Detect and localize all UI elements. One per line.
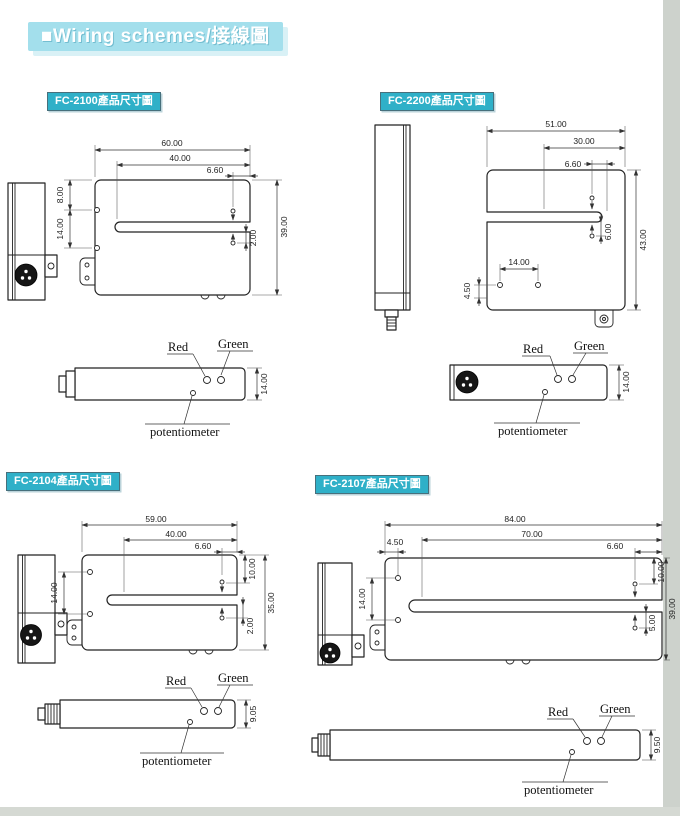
fc2100-bottom-view: Red Green potentiometer 14.00 (58, 337, 269, 439)
dim-optical-axis-label: 6.60 (195, 541, 212, 551)
fc2200-bottom-view: Red Green potentiometer 14.00 (449, 339, 631, 438)
dim-slot-offset-label: 2.00 (248, 229, 258, 246)
fc2100-title-badge: FC-2100產品尺寸圖 (47, 92, 161, 111)
dim-height-label: 39.00 (667, 598, 677, 620)
potentiometer-label: potentiometer (142, 754, 212, 768)
dim-hole-pitch-label: 14.00 (508, 257, 530, 267)
dim-hole-top-label: 8.00 (55, 186, 65, 203)
green-led (597, 737, 605, 745)
dim-hole-pitch-label: 14.00 (55, 218, 65, 240)
fc2107-side-view (317, 562, 365, 666)
dim-hole-pitch-label: 14.00 (357, 588, 367, 610)
potentiometer-label: potentiometer (498, 424, 568, 438)
potentiometer-dot (187, 719, 193, 725)
fc2104-drawing: 59.00 40.00 6.60 14.00 10.00 2.00 35.0 (17, 514, 276, 768)
dim-width-label: 59.00 (145, 514, 167, 524)
dim-edge-offset-label: 4.50 (387, 537, 404, 547)
dim-height-label: 39.00 (279, 216, 289, 238)
red-label: Red (523, 342, 544, 356)
potentiometer-dot (569, 749, 575, 755)
green-label: Green (218, 337, 249, 351)
dim-edge-offset-label: 4.50 (462, 282, 472, 299)
fc2200-front-view (486, 169, 626, 328)
fc2104-title-badge: FC-2104產品尺寸圖 (6, 472, 120, 491)
optical-axis-icon (632, 581, 638, 631)
page-title: ■Wiring schemes/接線圖 (28, 22, 283, 51)
red-label: Red (166, 674, 187, 688)
dim-optical-axis-label: 6.60 (607, 541, 624, 551)
dim-optical-axis-label: 6.60 (565, 159, 582, 169)
fc2104-bottom-view: Red Green potentiometer 9.05 (37, 671, 258, 768)
dim-slot-offset-label: 6.00 (603, 223, 613, 240)
fc2100-drawing: 60.00 40.00 6.60 8.00 14.00 2.00 39.00 (7, 138, 289, 439)
optical-axis-icon (219, 579, 225, 621)
red-led (200, 707, 208, 715)
fc2107-front-view (369, 557, 663, 665)
red-led (203, 376, 211, 384)
optical-axis-icon (230, 208, 236, 246)
fc2100-side-view (7, 182, 58, 301)
dim-thickness-label: 9.05 (248, 705, 258, 722)
fc2200-side-view (374, 124, 411, 331)
green-label: Green (574, 339, 605, 353)
dim-slot-depth-label: 30.00 (573, 136, 595, 146)
red-label: Red (168, 340, 189, 354)
connector-plug-icon (384, 309, 399, 331)
scan-edge-bottom (0, 807, 680, 816)
potentiometer-label: potentiometer (524, 783, 594, 797)
fc2107-bottom-view: Red Green potentiometer 9.50 (311, 702, 662, 797)
red-label: Red (548, 705, 569, 719)
optical-axis-icon (589, 195, 595, 239)
green-label: Green (600, 702, 631, 716)
fc2200-dimensions: 51.00 30.00 6.60 14.00 4.50 6.00 (462, 119, 648, 311)
bottom-connector-icon (594, 310, 614, 328)
fc2104-dimensions: 59.00 40.00 6.60 14.00 10.00 2.00 35.0 (49, 514, 276, 651)
green-label: Green (218, 671, 249, 685)
connector-3pin-icon (455, 370, 479, 394)
fc2100-front-view (79, 179, 251, 300)
dim-top-offset-label: 10.00 (247, 558, 257, 580)
potentiometer-dot (190, 390, 196, 396)
dim-slot-depth-label: 40.00 (165, 529, 187, 539)
fc2200-drawing: 51.00 30.00 6.60 14.00 4.50 6.00 (374, 119, 648, 438)
red-led (554, 375, 562, 383)
fc2104-front-view (66, 554, 238, 655)
green-led (214, 707, 222, 715)
dim-slot-depth-label: 70.00 (521, 529, 543, 539)
connector-3pin-icon (20, 624, 42, 646)
fc2200-title-badge: FC-2200產品尺寸圖 (380, 92, 494, 111)
fc2107-drawing: 84.00 70.00 6.60 4.50 14.00 10.00 5.00 (311, 514, 677, 797)
potentiometer-dot (542, 389, 548, 395)
dim-slot-offset-label: 2.00 (245, 617, 255, 634)
dim-width-label: 60.00 (161, 138, 183, 148)
dim-thickness-label: 9.50 (652, 736, 662, 753)
dim-width-label: 51.00 (545, 119, 567, 129)
fc2104-side-view (17, 554, 68, 664)
dim-slot-depth-label: 40.00 (169, 153, 191, 163)
green-led (217, 376, 225, 384)
fc2107-title-badge: FC-2107產品尺寸圖 (315, 475, 429, 494)
fc2100-dimensions: 60.00 40.00 6.60 8.00 14.00 2.00 39.00 (55, 138, 289, 296)
dim-height-label: 35.00 (266, 592, 276, 614)
connector-3pin-icon (319, 642, 341, 664)
connector-3pin-icon (14, 263, 38, 287)
dim-thickness-label: 14.00 (621, 371, 631, 393)
dim-top-offset-label: 10.00 (656, 561, 666, 583)
dim-optical-axis-label: 6.60 (207, 165, 224, 175)
dim-slot-offset-label: 5.00 (647, 614, 657, 631)
dim-width-label: 84.00 (504, 514, 526, 524)
dim-height-label: 43.00 (638, 229, 648, 251)
dim-hole-pitch-label: 14.00 (49, 582, 59, 604)
dim-thickness-label: 14.00 (259, 373, 269, 395)
green-led (568, 375, 576, 383)
potentiometer-label: potentiometer (150, 425, 220, 439)
red-led (583, 737, 591, 745)
fc2107-dimensions: 84.00 70.00 6.60 4.50 14.00 10.00 5.00 (357, 514, 677, 661)
